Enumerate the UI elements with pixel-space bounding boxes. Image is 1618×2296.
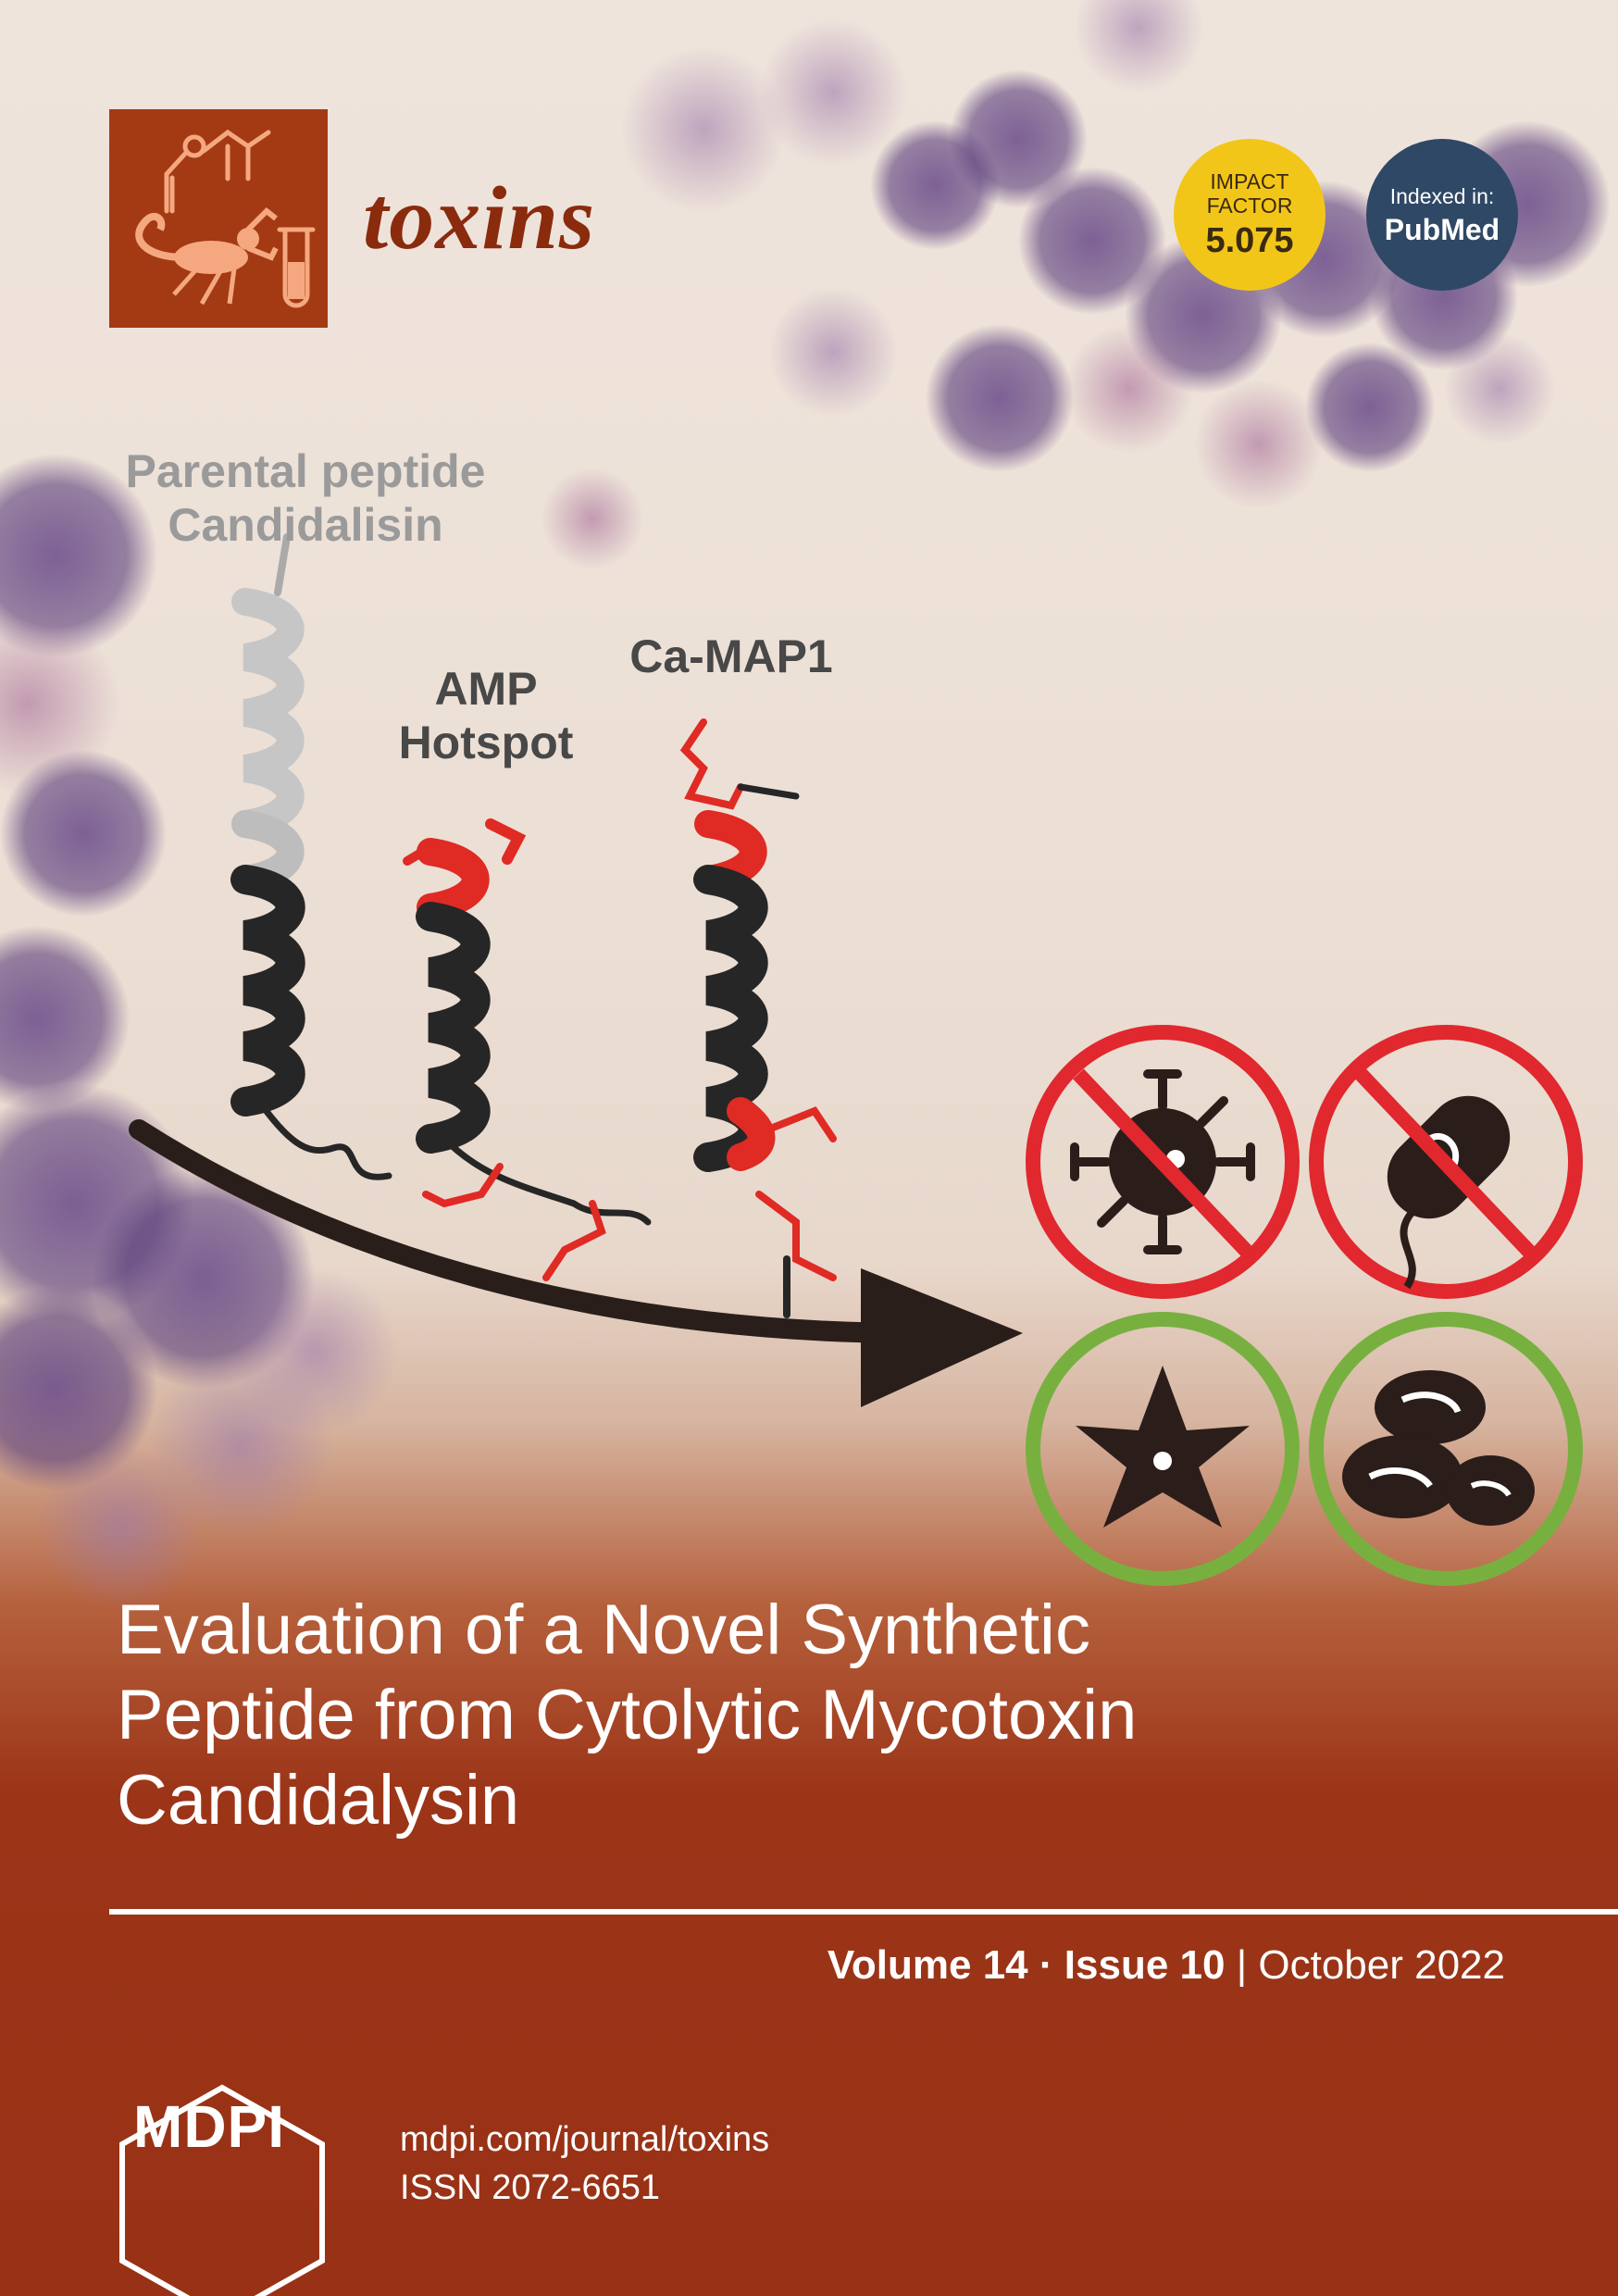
mdpi-logo-hexagon <box>119 2084 325 2296</box>
bacterium-icon <box>1309 1025 1583 1299</box>
toxins-logo <box>109 109 328 328</box>
amp-hotspot-label: AMP Hotspot <box>370 662 602 769</box>
pubmed-label: PubMed <box>1384 212 1500 246</box>
title-line-1: Evaluation of a Novel Synthetic <box>117 1591 1090 1669</box>
issue-separator: · <box>1039 1942 1053 1988</box>
mdpi-logo-text: MDPI <box>133 2093 285 2160</box>
transform-arrow-icon <box>129 1119 1023 1407</box>
impact-factor-line1: IMPACT <box>1210 168 1289 193</box>
parental-peptide-line2: Candidalisin <box>168 499 443 551</box>
publisher-info: mdpi.com/journal/toxins ISSN 2072-6651 <box>400 2115 769 2212</box>
issue-label: Issue 10 <box>1064 1942 1226 1988</box>
title-line-2: Peptide from Cytolytic Mycotoxin <box>117 1676 1138 1754</box>
issue-info: Volume 14 · Issue 10 | October 2022 <box>828 1942 1505 1989</box>
red-blood-cells-icon <box>1309 1312 1583 1586</box>
issn-label: ISSN 2072-6651 <box>400 2168 660 2207</box>
impact-factor-value: 5.075 <box>1205 220 1294 260</box>
cell-cluster-left <box>0 454 398 1611</box>
title-divider <box>109 1909 1618 1915</box>
title-line-3: Candidalysin <box>117 1761 520 1840</box>
journal-name: toxins <box>363 168 596 268</box>
scorpion-molecule-icon <box>135 129 316 308</box>
volume-label: Volume 14 <box>827 1942 1028 1988</box>
issue-date: October 2022 <box>1258 1942 1505 1988</box>
issue-divider: | <box>1236 1942 1248 1988</box>
helix-ca-map1 <box>679 718 837 1318</box>
helix-amp-hotspot <box>403 818 652 1281</box>
impact-factor-line2: FACTOR <box>1206 193 1293 218</box>
amp-line2: Hotspot <box>398 717 574 768</box>
amp-line1: AMP <box>434 663 538 715</box>
cell-icon <box>1026 1312 1300 1586</box>
parental-peptide-line1: Parental peptide <box>125 445 486 497</box>
pubmed-badge: Indexed in: PubMed <box>1366 139 1518 291</box>
virus-icon <box>1026 1025 1300 1299</box>
indexed-label: Indexed in: <box>1389 183 1495 208</box>
article-title: Evaluation of a Novel Synthetic Peptide … <box>117 1588 1505 1843</box>
parental-peptide-label: Parental peptide Candidalisin <box>93 444 518 552</box>
helix-parental <box>230 533 392 1180</box>
impact-factor-badge: IMPACT FACTOR 5.075 <box>1174 139 1326 291</box>
ca-map1-label: Ca-MAP1 <box>629 630 833 682</box>
journal-url-link[interactable]: mdpi.com/journal/toxins <box>400 2120 770 2159</box>
